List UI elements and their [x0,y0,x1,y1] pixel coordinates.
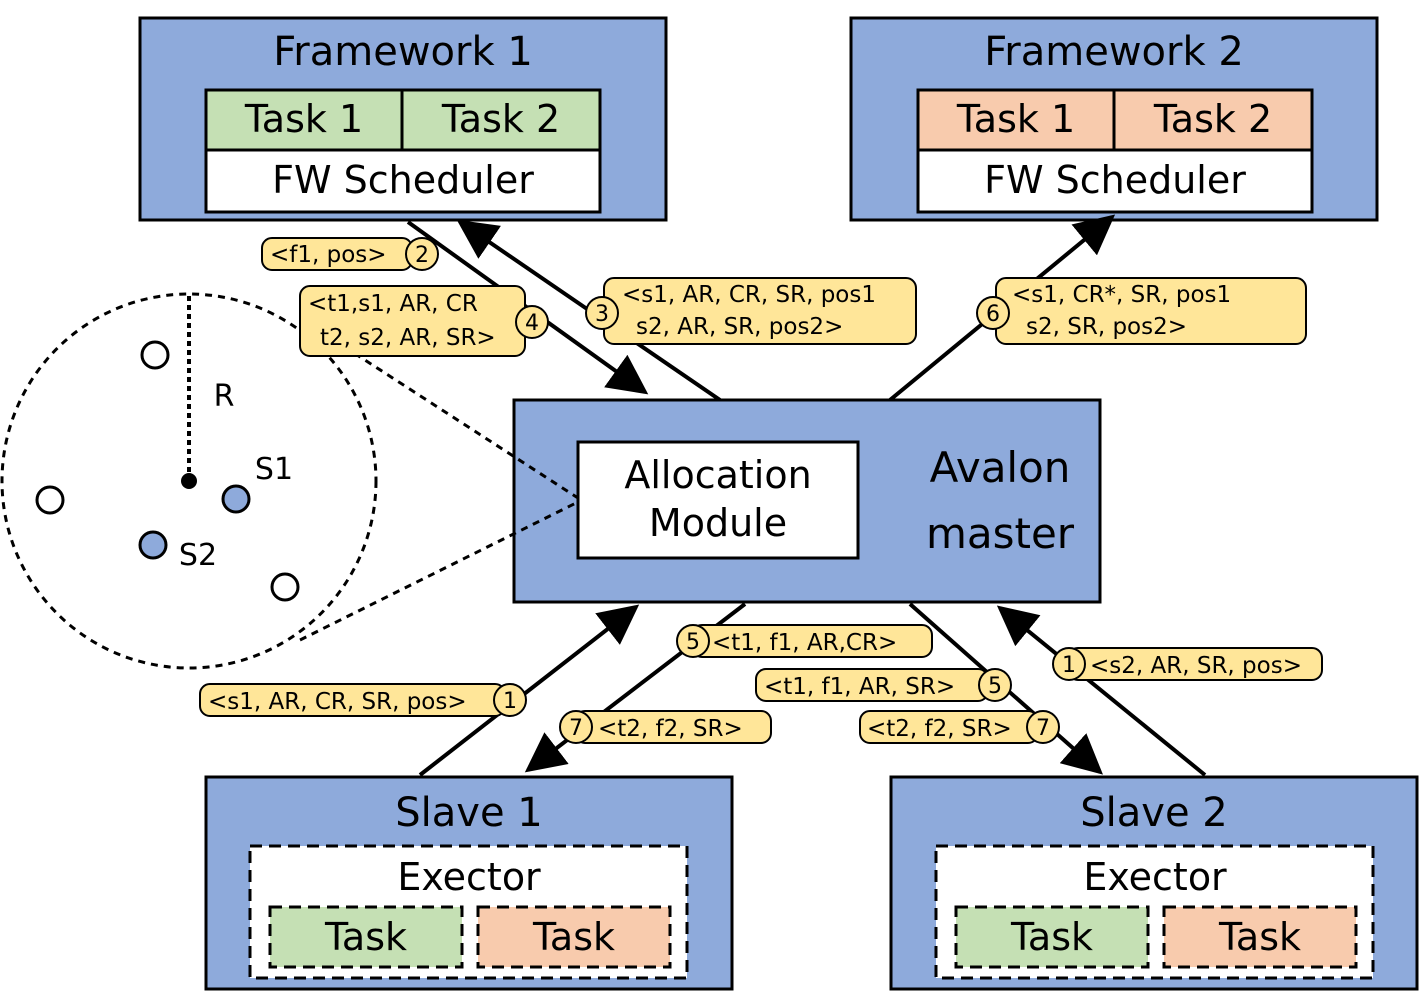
step-5-number: 5 [988,674,1002,699]
framework-2-title: Framework 2 [984,29,1244,75]
step-1-number: 1 [503,689,517,714]
step-5-number: 5 [686,630,700,655]
slave-1-executor-label: Exector [397,855,541,899]
step-1-number: 1 [1062,653,1076,678]
framework-1-task-2-label: Task 2 [441,97,560,141]
framework-1-task-1-label: Task 1 [244,97,363,141]
step-1-badge [493,683,527,717]
slave-1-task-b-label: Task [532,915,615,959]
slave-2-task-b-label: Task [1218,915,1301,959]
node-circle [140,340,170,370]
slave-1: Slave 1 Exector Task Task [204,775,734,991]
message-4: <t1,s1, AR, CR t2, s2, AR, SR> 4 [299,285,549,357]
node-s1 [221,484,251,514]
message-3-line-2: s2, AR, SR, pos2> [636,314,843,340]
allocation-module [576,440,860,560]
message-1-slave-1: <s1, AR, CR, SR, pos> 1 [199,683,527,717]
step-7-number: 7 [569,716,583,741]
message-4-line-2: t2, s2, AR, SR> [320,325,496,351]
framework-2-scheduler [916,148,1314,214]
message-5-slave-1: <t1, f1, AR,CR> 5 [676,624,933,658]
node-circle [270,572,300,602]
framework-2-task-1-label: Task 1 [956,97,1075,141]
step-2-number: 2 [415,243,429,268]
allocation-module-line-1: Allocation [624,453,811,497]
message-7-slave-2-text: <t2, f2, SR> [867,716,1012,742]
slave-1-task-a [268,905,464,969]
step-5-badge [978,668,1012,702]
step-7-number: 7 [1036,716,1050,741]
slave-2-title: Slave 2 [1080,790,1227,836]
message-labels: <f1, pos> 2 <t1,s1, AR, CR t2, s2, AR, S… [199,237,1323,744]
message-6-line-2: s2, SR, pos2> [1026,314,1187,340]
slave-2: Slave 2 Exector Task Task [889,775,1419,991]
framework-2: Framework 2 Task 1 Task 2 FW Scheduler [849,16,1379,222]
message-6: <s1, CR*, SR, pos1 s2, SR, pos2> 6 [976,277,1307,345]
message-2: <f1, pos> 2 [261,237,439,271]
message-7-slave-1: <t2, f2, SR> 7 [559,710,772,744]
node-s2-label: S2 [179,538,217,573]
step-3-badge [585,296,619,330]
radius-label: R [214,379,235,414]
step-7-badge [559,710,593,744]
message-3: <s1, AR, CR, SR, pos1 s2, AR, SR, pos2> … [585,277,917,345]
allocation-module-line-2: Module [649,501,787,545]
node-circle [35,485,65,515]
message-1-slave-1-text: <s1, AR, CR, SR, pos> [208,689,467,715]
step-4-badge [515,305,549,339]
framework-2-task-2-label: Task 2 [1153,97,1272,141]
message-1-slave-2-text: <s2, AR, SR, pos> [1090,653,1302,679]
avalon-master: Allocation Module Avalon master [512,398,1102,604]
arrow-slave-2-to-master [996,605,1207,777]
framework-1-scheduler-label: FW Scheduler [272,158,534,202]
arrow-slave-1-to-master [418,604,640,777]
framework-2-scheduler-label: FW Scheduler [984,158,1246,202]
slave-1-task-a-label: Task [324,915,407,959]
slave-1-task-b [476,905,672,969]
step-6-number: 6 [986,302,1000,327]
framework-2-task-1 [916,88,1116,152]
message-5-slave-1-text: <t1, f1, AR,CR> [712,630,897,656]
slave-1-title: Slave 1 [395,790,542,836]
message-7-slave-2: <t2, f2, SR> 7 [859,710,1060,744]
avalon-master-line-1: Avalon [930,443,1071,492]
message-6-line-1: <s1, CR*, SR, pos1 [1012,282,1231,308]
message-4-line-1: <t1,s1, AR, CR [308,291,478,317]
framework-1-scheduler [204,148,602,214]
slave-2-task-a [954,905,1150,969]
framework-1-title: Framework 1 [273,29,533,75]
step-1-badge [1052,647,1086,681]
center-point [181,473,197,489]
node-s2 [138,530,168,560]
message-5-slave-2: <t1, f1, AR, SR> 5 [755,668,1012,702]
message-5-slave-2-text: <t1, f1, AR, SR> [764,674,955,700]
step-3-number: 3 [595,302,609,327]
step-7-badge [1026,710,1060,744]
message-2-text: <f1, pos> [270,242,387,268]
slave-2-executor-label: Exector [1083,855,1227,899]
step-2-badge [405,237,439,271]
node-s1-label: S1 [255,452,293,487]
avalon-master-line-2: master [926,509,1075,558]
message-1-slave-2: <s2, AR, SR, pos> 1 [1052,647,1323,681]
message-3-line-1: <s1, AR, CR, SR, pos1 [622,282,876,308]
step-4-number: 4 [525,311,539,336]
framework-1-task-1 [204,88,404,152]
slave-2-task-a-label: Task [1010,915,1093,959]
message-7-slave-1-text: <t2, f2, SR> [598,716,743,742]
step-5-badge [676,624,710,658]
slave-2-task-b [1162,905,1358,969]
step-6-badge [976,296,1010,330]
framework-1: Framework 1 Task 1 Task 2 FW Scheduler [138,16,668,222]
